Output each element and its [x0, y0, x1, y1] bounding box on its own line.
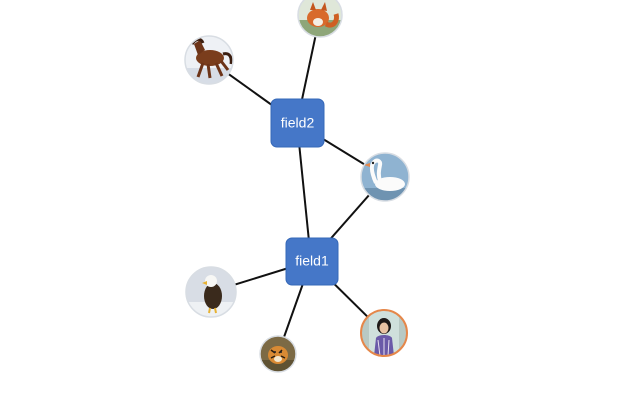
- fox-photo-icon: [298, 0, 342, 37]
- image-node-horse[interactable]: [184, 35, 234, 85]
- image-node-person[interactable]: [360, 309, 408, 357]
- person-photo-icon: [361, 310, 407, 356]
- field1-label: field1: [295, 253, 329, 269]
- image-node-fox[interactable]: [296, 0, 344, 40]
- image-node-swan[interactable]: [360, 152, 410, 202]
- field2-box[interactable]: [270, 98, 325, 148]
- field2-label: field2: [281, 115, 315, 131]
- field1-box[interactable]: [285, 237, 339, 286]
- image-node-eagle[interactable]: [185, 266, 237, 318]
- box-node-field2[interactable]: field2: [270, 98, 325, 148]
- box-node-field1[interactable]: field1: [285, 237, 339, 286]
- eagle-photo-icon: [186, 267, 236, 317]
- image-node-tiger[interactable]: [259, 335, 297, 373]
- edges-layer: [208, 14, 386, 355]
